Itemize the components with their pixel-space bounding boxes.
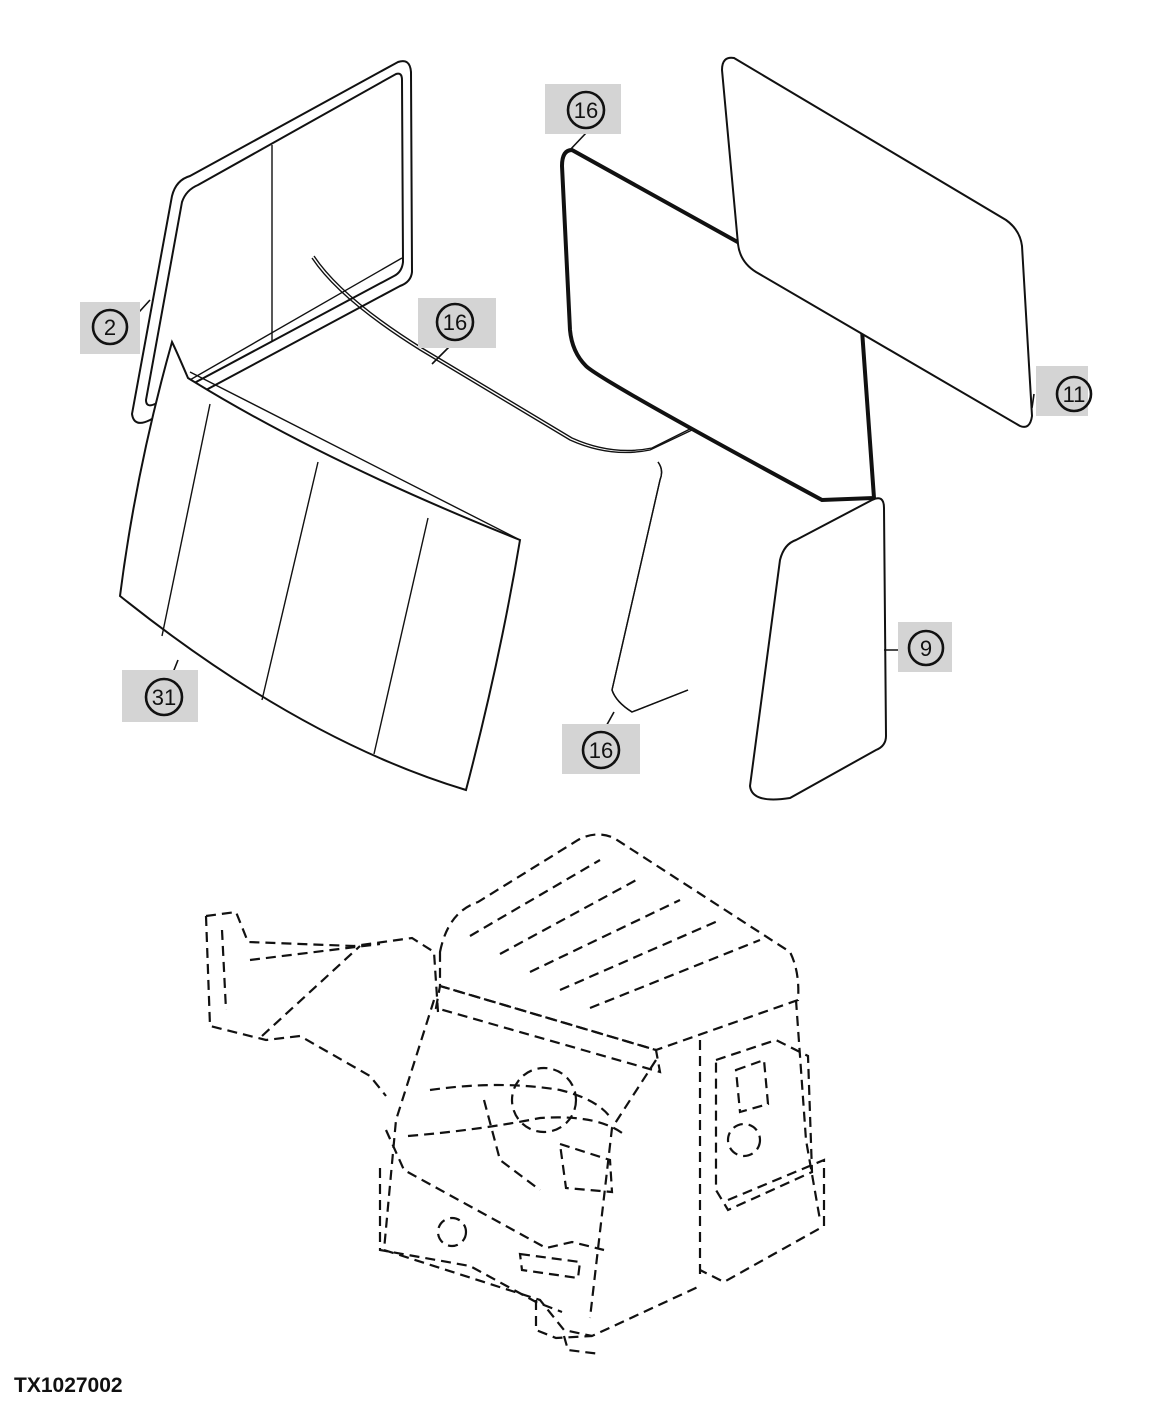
callout-11-label: 11	[1063, 382, 1086, 407]
callout-16-mid: 16	[418, 298, 496, 348]
callout-31-label: 31	[152, 685, 176, 710]
cab-locator-view	[204, 833, 826, 1356]
callout-9: 9	[898, 622, 952, 672]
callout-2-label: 2	[104, 315, 116, 340]
figure-reference-code: TX1027002	[14, 1374, 123, 1397]
callout-16-bottom: 16	[562, 724, 640, 774]
side-glass-panel	[748, 497, 888, 801]
callout-2: 2	[80, 302, 140, 354]
callout-31: 31	[122, 670, 198, 722]
callout-16-mid-label: 16	[443, 310, 467, 335]
front-windshield	[118, 339, 522, 792]
callout-16-bottom-label: 16	[589, 738, 613, 763]
rear-window-frame	[130, 60, 414, 424]
callout-16-top-label: 16	[574, 98, 598, 123]
seal-strip-vertical	[611, 461, 689, 713]
callout-11: 11	[1036, 366, 1093, 416]
seal-strip-upper	[311, 255, 693, 454]
callout-16-top: 16	[545, 84, 621, 134]
callout-9-label: 9	[920, 636, 932, 661]
rear-glass-panel	[720, 56, 1034, 428]
